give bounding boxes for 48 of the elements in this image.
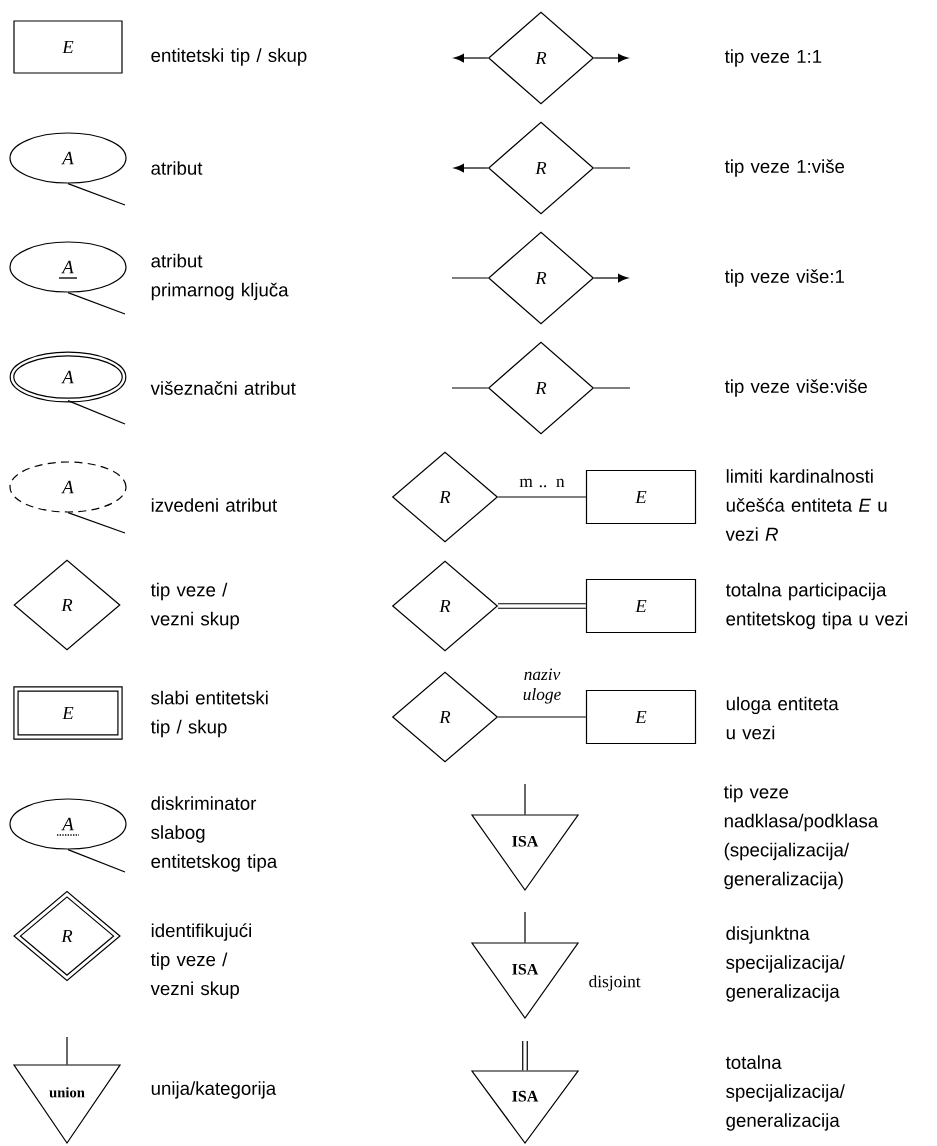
annotation-text: disjoint — [589, 975, 641, 991]
connector-line — [498, 603, 586, 609]
description-text: entitetski tip / skup — [151, 48, 307, 66]
connector-line — [67, 849, 126, 873]
edge-label: naziv uloge — [523, 668, 561, 704]
entity-box: E — [585, 689, 697, 745]
connector-line — [524, 911, 526, 943]
connector-line — [522, 1041, 528, 1071]
arrow — [593, 273, 629, 283]
connector-line — [593, 167, 631, 169]
description-text: tip veze 1:više — [724, 159, 845, 177]
description-text: identifikujući tip veze / vezni skup — [150, 923, 251, 999]
connector-line — [497, 716, 587, 718]
double-box: E — [13, 686, 123, 740]
connector-line — [67, 400, 126, 425]
connector-line — [67, 512, 126, 534]
entity-box: E — [585, 469, 697, 525]
description-text: tip veze više:1 — [724, 269, 844, 287]
description-text: diskriminator slabog entitetskog tipa — [151, 796, 278, 872]
description-text: tip veze 1:1 — [724, 49, 822, 67]
entity-box: E — [13, 20, 123, 74]
description-text: tip veze / vezni skup — [150, 582, 240, 630]
connector-line — [524, 783, 526, 815]
description-text: totalna participacija entitetskog tipa u vezi — [725, 582, 907, 630]
description-text: atribut primarnog ključa — [151, 253, 289, 301]
edge-label: m .. n — [519, 478, 565, 488]
description-text: disjunktna specijalizacija/ generalizacija — [726, 926, 845, 1002]
description-text: limiti kardinalnosti učešća entiteta E u vezi R — [725, 469, 887, 541]
description-text: slabi entitetski tip / skup — [150, 690, 268, 738]
arrow — [453, 53, 489, 63]
description-text: unija/kategorija — [151, 1081, 277, 1099]
connector-line — [497, 496, 587, 498]
arrow — [453, 163, 489, 173]
connector-line — [593, 387, 631, 389]
description-text: tip veze više:više — [724, 379, 867, 397]
connector-line — [451, 387, 489, 389]
description-text: uloga entiteta u vezi — [726, 696, 839, 740]
connector-line — [67, 292, 126, 315]
description-text: izvedeni atribut — [151, 498, 278, 512]
entity-box: E — [585, 578, 697, 634]
description-text: tip veze nadklasa/podklasa (specijalizacija/ generalizacija) — [723, 784, 879, 890]
connector-line — [451, 277, 489, 279]
arrow — [593, 53, 629, 63]
description-text: atribut — [151, 161, 203, 175]
connector-line — [67, 183, 126, 206]
connector-line — [66, 1036, 68, 1065]
description-text: višeznačni atribut — [150, 381, 296, 395]
description-text: totalna specijalizacija/ generalizacija — [725, 1055, 845, 1131]
